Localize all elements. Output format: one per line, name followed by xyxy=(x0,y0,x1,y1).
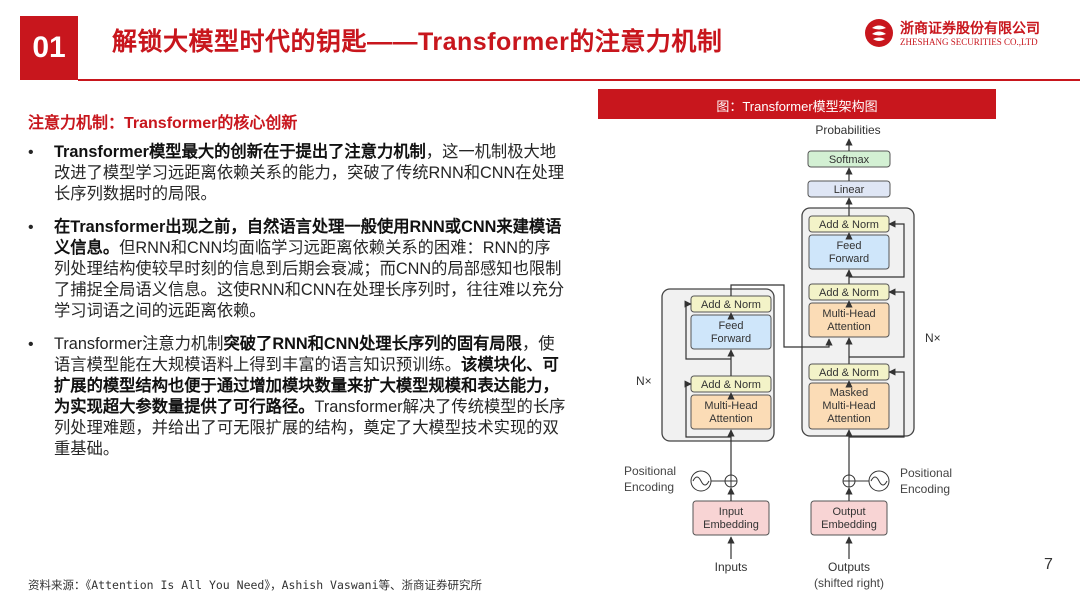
bullet-bold-text: 该模块化、可扩展的模型结构也便于通过增加模块数量来扩大模型规模和表达能力，为实现… xyxy=(54,356,559,416)
decoder-mha-label-2: Attention xyxy=(827,321,870,333)
company-logo: 浙商证券股份有限公司 ZHESHANG SECURITIES CO.,LTD xyxy=(864,18,1064,54)
decoder-positional-label-1: Positional xyxy=(900,466,952,480)
decoder-ffn-label-2: Forward xyxy=(829,253,869,265)
bullet-text: ，使语言模型能在大规模语料上得到丰富的语言知识预训练。 xyxy=(54,335,555,374)
output-embedding-label-2: Embedding xyxy=(821,519,877,531)
bullet-bold-text: 突破了RNN和CNN处理长序列的固有局限 xyxy=(223,335,522,353)
linear-label: Linear xyxy=(834,184,865,196)
input-embedding-label-1: Input xyxy=(719,506,743,518)
decoder-positional-label-2: Encoding xyxy=(900,482,950,496)
decoder-ffn-label-1: Feed xyxy=(836,240,861,252)
figure-caption: 图：Transformer模型架构图 xyxy=(716,99,878,114)
encoder-positional-label-2: Encoding xyxy=(624,480,674,494)
bullet-bold-text: 在Transformer出现之前，自然语言处理一般使用RNN或CNN来建模语义信… xyxy=(54,218,562,257)
encoder-ffn-label-1: Feed xyxy=(718,320,743,332)
encoder-add-norm-bottom-label: Add & Norm xyxy=(701,379,761,391)
bullet-list: Transformer模型最大的创新在于提出了注意力机制，这一机制极大地改进了模… xyxy=(26,142,566,472)
encoder-add-norm-top-label: Add & Norm xyxy=(701,299,761,311)
transformer-architecture-diagram: Probabilities Softmax Linear Add & Norm … xyxy=(624,123,952,590)
output-embedding-label-1: Output xyxy=(832,506,865,518)
decoder-nx-label: N× xyxy=(925,331,941,345)
probabilities-label: Probabilities xyxy=(815,123,880,137)
input-embedding-label-2: Embedding xyxy=(703,519,759,531)
decoder-add-plus xyxy=(843,475,855,487)
encoder-nx-label: N× xyxy=(636,374,652,388)
decoder-mha-label-1: Multi-Head xyxy=(822,308,875,320)
decoder-masked-label-3: Attention xyxy=(827,413,870,425)
page-title: 解锁大模型时代的钥匙——Transformer的注意力机制 xyxy=(112,28,723,56)
section-subtitle: 注意力机制：Transformer的核心创新 xyxy=(28,115,298,132)
logo-mark-icon xyxy=(865,19,893,47)
bullet-text: 但RNN和CNN均面临学习远距离依赖关系的困难：RNN的序列处理结构使较早时刻的… xyxy=(54,239,565,320)
encoder-mha-label-2: Attention xyxy=(709,413,752,425)
decoder-masked-label-2: Multi-Head xyxy=(822,400,875,412)
decoder-add-norm-middle-label: Add & Norm xyxy=(819,287,879,299)
flow-arrows xyxy=(684,138,905,559)
decoder-add-norm-top-label: Add & Norm xyxy=(819,219,879,231)
bullet-text: Transformer注意力机制 xyxy=(54,335,224,353)
page-number: 7 xyxy=(1044,556,1053,573)
inputs-label: Inputs xyxy=(715,560,748,574)
bullet-text: ，这一机制极大地改进了模型学习远距离依赖关系的能力，突破了传统RNN和CNN在处… xyxy=(54,143,565,203)
bullet-text: Transformer解决了传统模型的长序列处理难题，并给出了可无限扩展的结构，… xyxy=(54,398,566,458)
encoder-positional-label-1: Positional xyxy=(624,464,676,478)
title-divider xyxy=(78,79,1080,81)
bullet-item: Transformer注意力机制突破了RNN和CNN处理长序列的固有局限，使语言… xyxy=(26,334,566,460)
encoder-add-plus xyxy=(725,475,737,487)
decoder-add-norm-bottom-label: Add & Norm xyxy=(819,367,879,379)
logo-name-cn: 浙商证券股份有限公司 xyxy=(900,20,1040,36)
bullet-bold-text: Transformer模型最大的创新在于提出了注意力机制 xyxy=(54,143,426,161)
slide-number: 01 xyxy=(20,16,78,80)
bullet-item: Transformer模型最大的创新在于提出了注意力机制，这一机制极大地改进了模… xyxy=(26,142,566,205)
encoder-mha-label-1: Multi-Head xyxy=(704,400,757,412)
source-note: 资料来源：《Attention Is All You Need》，Ashish … xyxy=(28,578,483,592)
encoder-ffn-label-2: Forward xyxy=(711,333,751,345)
logo-name-en: ZHESHANG SECURITIES CO.,LTD xyxy=(900,37,1038,47)
softmax-label: Softmax xyxy=(829,154,870,166)
bullet-item: 在Transformer出现之前，自然语言处理一般使用RNN或CNN来建模语义信… xyxy=(26,217,566,322)
decoder-masked-label-1: Masked xyxy=(830,387,869,399)
outputs-label: Outputs xyxy=(828,560,870,574)
outputs-sublabel: (shifted right) xyxy=(814,576,884,590)
figure-caption-banner xyxy=(598,89,996,119)
